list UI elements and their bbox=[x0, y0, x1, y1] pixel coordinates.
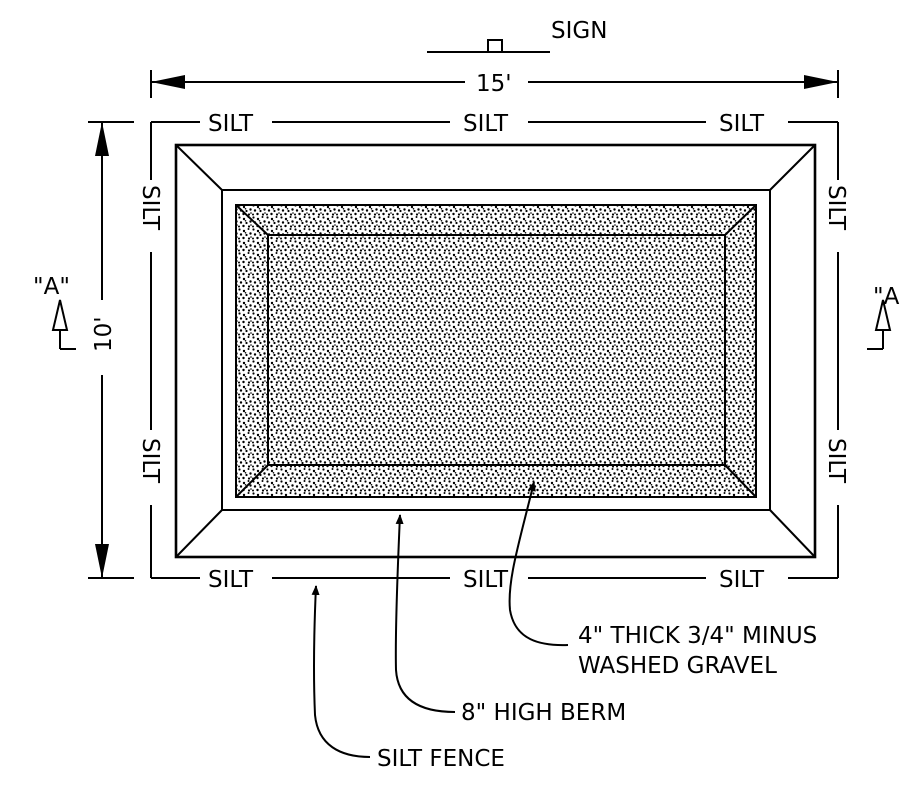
silt-label-top-center: SILT bbox=[463, 111, 509, 137]
berm-label: 8" HIGH BERM bbox=[461, 700, 626, 726]
silt-label-bottom-center: SILT bbox=[463, 567, 509, 593]
section-marker-right bbox=[867, 299, 892, 350]
width-label: 15' bbox=[476, 71, 512, 97]
silt-fence-label: SILT FENCE bbox=[377, 746, 505, 772]
section-label-left: "A" bbox=[33, 274, 70, 300]
section-marker-left bbox=[51, 299, 76, 350]
gravel-label-line2: WASHED GRAVEL bbox=[578, 653, 777, 679]
silt-label-bottom-left: SILT bbox=[208, 567, 254, 593]
width-dimension bbox=[150, 70, 839, 98]
sign-label: SIGN bbox=[551, 18, 607, 44]
leader-berm bbox=[394, 514, 456, 713]
silt-label-top-left: SILT bbox=[208, 111, 254, 137]
height-dimension bbox=[88, 121, 134, 579]
height-label: 10' bbox=[91, 316, 117, 352]
silt-label-top-right: SILT bbox=[719, 111, 765, 137]
silt-label-right-lower: SILT bbox=[823, 438, 849, 484]
sign-symbol bbox=[427, 39, 550, 53]
silt-label-left-upper: SILT bbox=[137, 185, 163, 231]
leader-silt-fence bbox=[311, 585, 371, 758]
leader-gravel bbox=[508, 481, 569, 647]
gravel-pad bbox=[235, 204, 757, 498]
silt-label-left-lower: SILT bbox=[137, 438, 163, 484]
berm-outline bbox=[174, 143, 817, 559]
silt-label-right-upper: SILT bbox=[823, 185, 849, 231]
section-label-right: "A bbox=[873, 284, 900, 310]
silt-label-bottom-right: SILT bbox=[719, 567, 765, 593]
gravel-label-line1: 4" THICK 3/4" MINUS bbox=[578, 623, 817, 649]
